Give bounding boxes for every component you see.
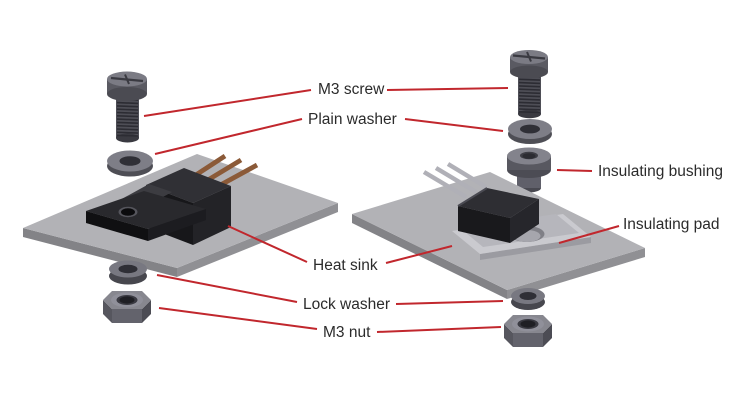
leader-plain-washer-right xyxy=(404,118,504,132)
lock-washer-right-graphic xyxy=(511,288,545,310)
transistor-leads-right xyxy=(422,162,488,199)
transistor-tab-left xyxy=(86,191,206,229)
m3-nut-left-graphic xyxy=(103,291,151,323)
leader-m3-screw-right xyxy=(386,87,509,91)
leader-plain-washer-left xyxy=(154,118,303,155)
leader-m3-screw-left xyxy=(143,89,312,117)
right-assembly xyxy=(352,50,645,347)
transistor-left-graphic xyxy=(86,153,259,245)
label-lock-washer: Lock washer xyxy=(303,296,390,313)
leader-insulating-pad xyxy=(558,225,620,244)
plain-washer-right-graphic xyxy=(508,119,552,144)
leader-heat-sink-right xyxy=(385,245,453,264)
left-assembly xyxy=(23,71,338,323)
leader-lock-washer-right xyxy=(395,300,504,305)
leader-m3-nut-right xyxy=(376,326,502,333)
transistor-body-right xyxy=(458,188,539,218)
m3-nut-right-graphic xyxy=(504,315,552,347)
transistor-right-graphic xyxy=(422,162,539,243)
label-insulating-bushing: Insulating bushing xyxy=(598,163,723,180)
plain-washer-left-graphic xyxy=(107,150,153,177)
label-heat-sink: Heat sink xyxy=(313,257,378,274)
leader-m3-nut-left xyxy=(158,307,318,330)
m3-screw-left-graphic xyxy=(107,71,147,143)
leader-heat-sink-left xyxy=(227,225,308,263)
label-m3-nut: M3 nut xyxy=(323,324,371,341)
leader-insulating-bushing xyxy=(556,169,593,172)
lock-washer-left-graphic xyxy=(109,260,147,285)
annotations: M3 screw Plain washer Insulating bushing… xyxy=(143,81,723,341)
label-m3-screw: M3 screw xyxy=(318,81,385,98)
leader-lock-washer-left xyxy=(156,274,298,303)
label-insulating-pad: Insulating pad xyxy=(623,216,720,233)
m3-screw-right-graphic xyxy=(510,50,548,119)
label-plain-washer: Plain washer xyxy=(308,111,397,128)
insulating-bushing-graphic xyxy=(507,147,551,193)
transistor-body-left xyxy=(146,168,231,203)
